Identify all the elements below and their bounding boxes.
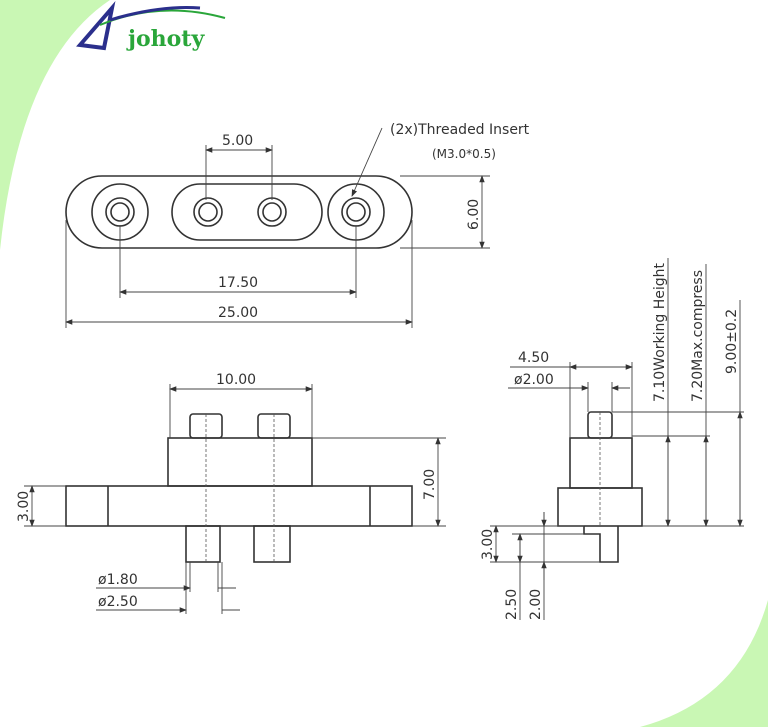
dim-tail-a: 2.50 <box>504 589 520 620</box>
side-dim-width: 4.50 <box>518 350 549 366</box>
dim-hole-span: 17.50 <box>218 275 258 291</box>
dim-height: 6.00 <box>466 199 482 230</box>
callout-threaded-insert: (2x)Threaded Insert <box>390 122 530 138</box>
dim-body-width: 10.00 <box>216 372 256 388</box>
dim-plate-thickness: 3.00 <box>16 491 32 522</box>
side-view: 4.50 ø2.00 7.10Working Height 7.20Max.co… <box>480 258 744 620</box>
callout-thread-spec: (M3.0*0.5) <box>432 147 496 161</box>
dim-length: 25.00 <box>218 305 258 321</box>
dim-max-compress: 7.20Max.compress <box>690 270 706 402</box>
bg-green-arc-bottom <box>640 600 768 727</box>
johoty-logo: johoty <box>76 0 226 52</box>
dim-pitch: 5.00 <box>222 133 253 149</box>
front-view: 10.00 7.00 3.00 ø1.80 ø2.50 <box>16 372 446 614</box>
dim-tail: 3.00 <box>480 529 496 560</box>
bg-green-corner <box>0 0 110 250</box>
dim-total-height: 7.00 <box>422 469 438 500</box>
logo-text: johoty <box>126 26 205 52</box>
dim-tail-b: 2.00 <box>528 589 544 620</box>
side-dim-dia: ø2.00 <box>514 372 554 388</box>
top-view: 5.00 6.00 17.50 25.00 (2x)Threaded Inser… <box>65 122 530 328</box>
dim-total: 9.00±0.2 <box>724 309 740 374</box>
dim-pin-dia: ø1.80 <box>98 572 138 588</box>
dim-working-height: 7.10Working Height <box>652 262 668 402</box>
dim-barrel-dia: ø2.50 <box>98 594 138 610</box>
